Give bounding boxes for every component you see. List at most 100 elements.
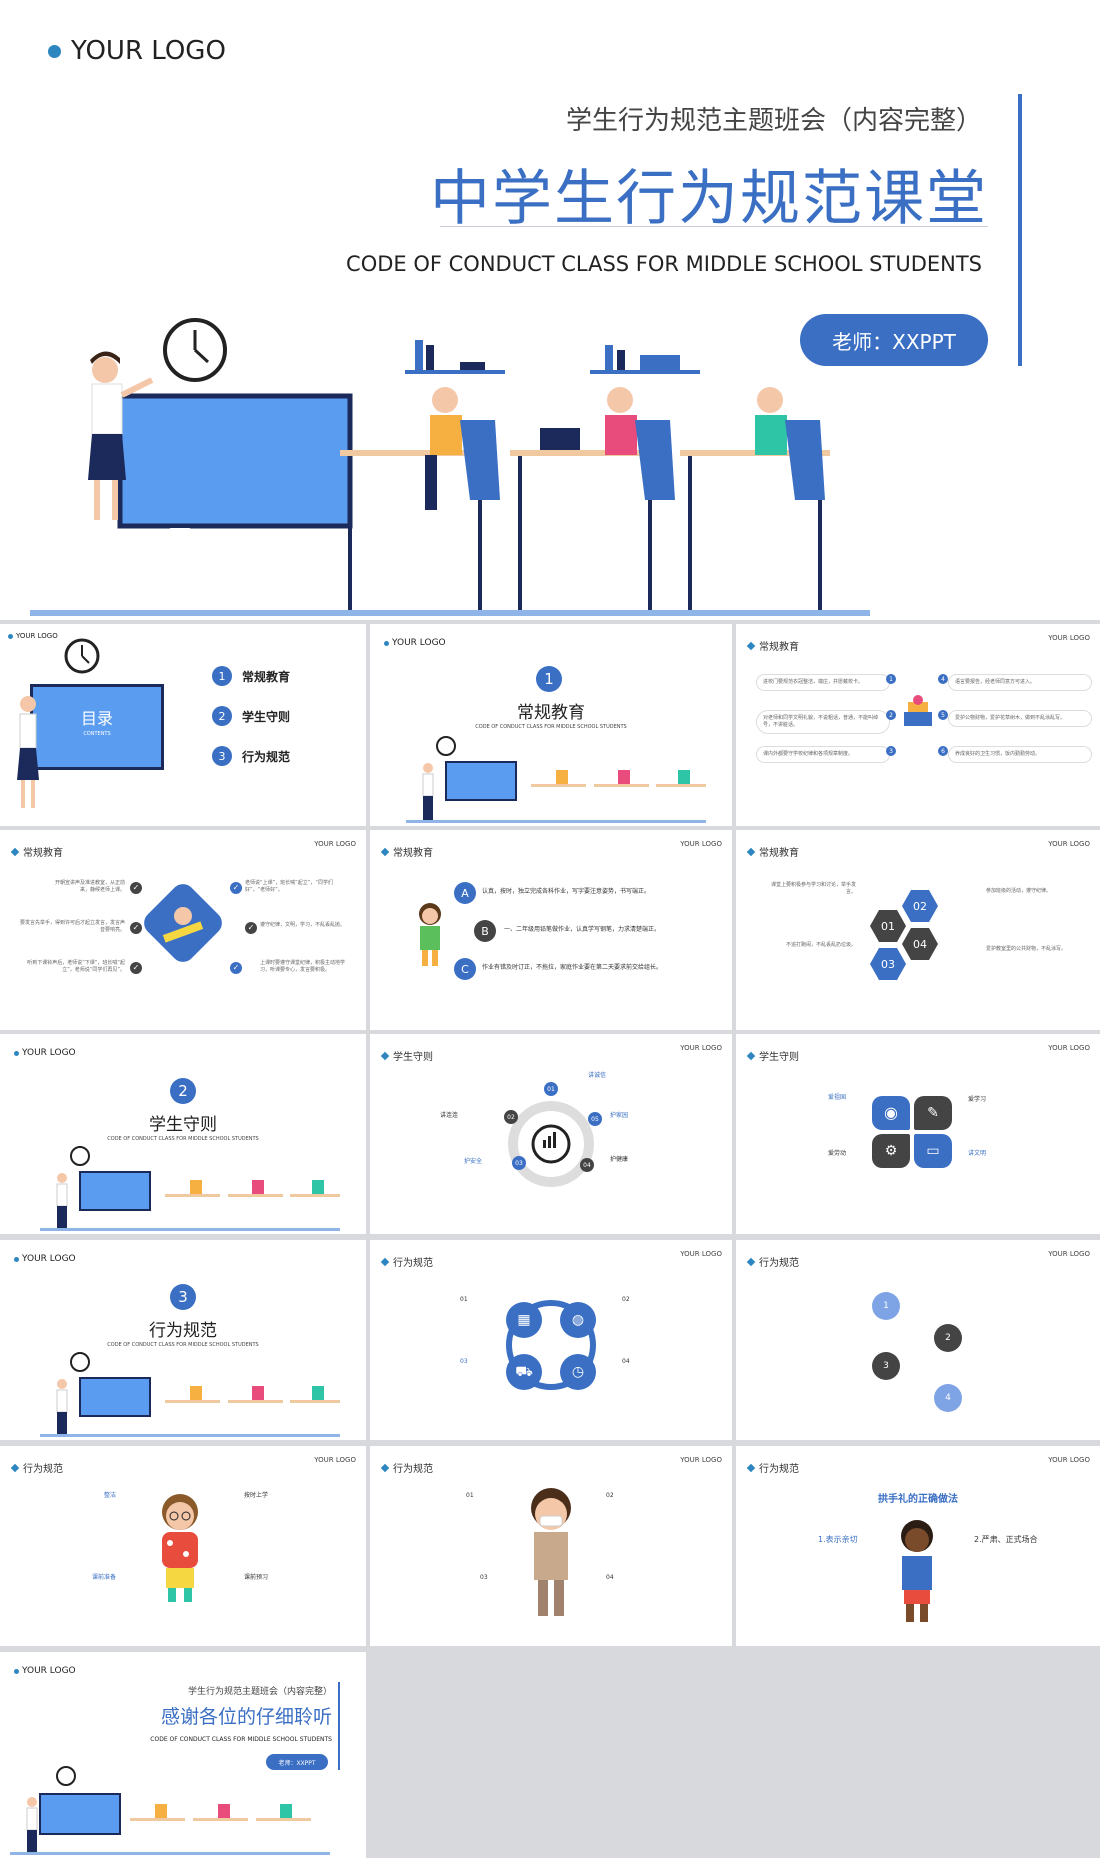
- section-english: CODE OF CONDUCT CLASS FOR MIDDLE SCHOOL …: [107, 1342, 259, 1348]
- content-slide-conduct-2[interactable]: 行为规范 YOUR LOGO 1 2 3 4: [736, 1240, 1100, 1440]
- thanks-slide[interactable]: YOUR LOGO 学生行为规范主题班会（内容完整） 感谢各位的仔细聆听 COD…: [0, 1652, 366, 1858]
- section-slide-1[interactable]: YOUR LOGO 1 常规教育 CODE OF CONDUCT CLASS F…: [370, 624, 732, 826]
- section-class-illustration: [406, 736, 706, 823]
- section-logo-text: YOUR LOGO: [22, 1048, 76, 1058]
- slide-heading-text: 行为规范: [393, 1464, 433, 1475]
- cover-subtitle: 学生行为规范主题班会（内容完整）: [565, 106, 982, 136]
- content-slide-routine-4[interactable]: 常规教育 YOUR LOGO 课堂上要积极参与学习和讨论，举手发言。 参加班级的…: [736, 830, 1100, 1030]
- hex-text-4: 爱护教室里的公共财物，不乱涂写。: [986, 946, 1067, 952]
- routine-item-5: 爱护公物财物，爱护花草树木，做到不乱涂乱写。: [948, 710, 1092, 727]
- toc-item-label: 行为规范: [242, 749, 291, 764]
- girl-illustration: [419, 903, 441, 966]
- toc-item-label: 常规教育: [242, 669, 291, 684]
- content-slide-routine-2[interactable]: 常规教育 YOUR LOGO 开朝宣讲声及准进教室，从正前来，静候老师上课。 要…: [0, 830, 366, 1030]
- routine-item-a: 认真，按时，独立完成各科作业，写字要注意姿势，书写端正。: [482, 888, 651, 895]
- desk-2: [510, 387, 675, 610]
- diamond-icon: [10, 847, 20, 856]
- slide-logo: YOUR LOGO: [1048, 634, 1090, 642]
- content-slide-rules-1[interactable]: 学生守则 YOUR LOGO 01 02 03 04 05 讲诚信 讲连连 护家…: [370, 1034, 732, 1234]
- slide-heading-text: 行为规范: [23, 1464, 63, 1475]
- classroom-illustration: [30, 318, 870, 616]
- content-slide-conduct-4[interactable]: 行为规范 YOUR LOGO 01 02 03 04: [370, 1446, 732, 1646]
- content-slide-conduct-3[interactable]: 行为规范 YOUR LOGO 整洁 按时上学 课前准备 课前预习: [0, 1446, 366, 1646]
- letter-badge-b: B: [474, 920, 496, 942]
- flower-3-icon: 3: [872, 1352, 900, 1380]
- cover-slide[interactable]: YOUR LOGO 学生行为规范主题班会（内容完整） 中学生行为规范课堂 COD…: [0, 0, 1100, 620]
- cart-icon: ⛟: [506, 1354, 542, 1390]
- flower-1-icon: 1: [872, 1292, 900, 1320]
- diamond-icon: [746, 1463, 756, 1472]
- routine-item-b: 一、二年级用铅笔做作业，认真学写钢笔，力求清楚端正。: [504, 926, 661, 933]
- blackboard: [117, 393, 353, 529]
- content-slide-routine-3[interactable]: 常规教育 YOUR LOGO A B C 认真，按时，独立完成各科作业，写字要注…: [370, 830, 732, 1030]
- section-number: 3: [170, 1284, 196, 1310]
- content-slide-conduct-1[interactable]: 行为规范 YOUR LOGO ▦ ◍ ⛟ ◷ 01 02 03 04: [370, 1240, 732, 1440]
- thanks-subtitle: 学生行为规范主题班会（内容完整）: [187, 1687, 332, 1697]
- toc-logo: YOUR LOGO: [8, 632, 58, 640]
- thanks-title: 感谢各位的仔细聆听: [160, 1706, 332, 1728]
- thanks-teacher-badge[interactable]: 老师：XXPPT: [266, 1754, 328, 1770]
- routine-item-4: 语言要报告，经老师同意方可进入。: [948, 674, 1092, 691]
- thanks-vertical-bar: [338, 1682, 340, 1770]
- greeting-label-2: 2.严肃、正式场合: [974, 1535, 1038, 1544]
- slide-heading-text: 行为规范: [759, 1464, 799, 1475]
- teacher-badge[interactable]: 老师：XXPPT: [800, 314, 988, 366]
- hex-label: 01: [881, 919, 895, 933]
- check-icon: ✓: [130, 922, 142, 934]
- logo-dot-icon: [384, 640, 389, 646]
- slide-heading: 常规教育: [746, 844, 799, 859]
- rule-label-4: 讲文明: [968, 1150, 987, 1157]
- content-slide-conduct-5[interactable]: 行为规范 YOUR LOGO 拱手礼的正确做法 1.表示亲切 2.严肃、正式场合: [736, 1446, 1100, 1646]
- logo-dot-icon: [14, 1050, 19, 1056]
- letter-badge-c: C: [454, 958, 476, 980]
- hex-text-2: 参加班级的活动，遵守纪律。: [986, 888, 1052, 894]
- section-logo: YOUR LOGO: [14, 1048, 76, 1058]
- tile-chat-icon: ✎: [914, 1096, 952, 1130]
- routine-item-2: 对老师和同学文明礼貌，不说粗话，普通，不能叫绰号，不讲脏话。: [756, 710, 890, 734]
- petal-label-4: 护安全: [464, 1158, 483, 1165]
- clock-icon: ◷: [560, 1354, 596, 1390]
- slide-heading-text: 常规教育: [759, 642, 799, 653]
- routine-text-2: 要发言先举手，得到许可后才起立发言，发言声音要响亮。: [20, 920, 126, 933]
- section-number: 2: [170, 1078, 196, 1104]
- content-slide-rules-2[interactable]: 学生守则 YOUR LOGO ◉ ✎ ⚙ ▭ 爱祖国 爱学习 爱劳动 讲文明: [736, 1034, 1100, 1234]
- slide-heading: 常规教育: [746, 638, 799, 653]
- petal-label-5: 护健康: [610, 1156, 629, 1163]
- slide-logo: YOUR LOGO: [680, 1250, 722, 1258]
- thanks-logo: YOUR LOGO: [14, 1666, 76, 1676]
- logo-dot-icon: [8, 633, 13, 639]
- conduct-num-1: 01: [466, 1492, 474, 1499]
- slide-heading-text: 常规教育: [759, 848, 799, 859]
- routine-text-4: 老师说“上课”，班长喊“起立”，“同学们好”，“老师好”。: [245, 880, 333, 893]
- conduct-num-2: 02: [622, 1296, 630, 1303]
- slide-heading: 行为规范: [746, 1460, 799, 1475]
- toc-board: 目录 CONTENTS: [30, 684, 164, 770]
- flower-num: 3: [883, 1361, 889, 1371]
- cover-logo: YOUR LOGO: [48, 36, 226, 66]
- section-slide-3[interactable]: YOUR LOGO 3 行为规范 CODE OF CONDUCT CLASS F…: [0, 1240, 366, 1440]
- conduct-label-1: 整洁: [104, 1492, 117, 1499]
- conduct-num-1: 01: [460, 1296, 468, 1303]
- slide-heading: 学生守则: [746, 1048, 799, 1063]
- conduct-label-3: 课前准备: [92, 1574, 117, 1581]
- toc-num-badge: 2: [212, 706, 232, 726]
- clock-icon: [163, 318, 227, 382]
- slide-heading-text: 学生守则: [759, 1052, 799, 1063]
- diamond-icon: [380, 1257, 390, 1266]
- content-slide-routine-1[interactable]: 常规教育 YOUR LOGO 进校门要规范衣冠整洁，端庄，并愿戴校卡。 对老师和…: [736, 624, 1100, 826]
- slide-logo: YOUR LOGO: [1048, 1250, 1090, 1258]
- num-badge: 2: [886, 710, 896, 720]
- routine-text-3: 听到下课铃声后，老师说“下课”，班长喊“起立”，老师说“同学们再见”。: [27, 960, 125, 973]
- num-badge: 6: [938, 746, 948, 756]
- section-title: 行为规范: [149, 1321, 217, 1341]
- thanks-class-illustration: [10, 1766, 330, 1855]
- flower-num: 2: [945, 1333, 951, 1343]
- toc-board-sub: CONTENTS: [83, 731, 111, 737]
- section-english: CODE OF CONDUCT CLASS FOR MIDDLE SCHOOL …: [475, 724, 627, 730]
- section-slide-2[interactable]: YOUR LOGO 2 学生守则 CODE OF CONDUCT CLASS F…: [0, 1034, 366, 1234]
- slide-logo: YOUR LOGO: [1048, 840, 1090, 848]
